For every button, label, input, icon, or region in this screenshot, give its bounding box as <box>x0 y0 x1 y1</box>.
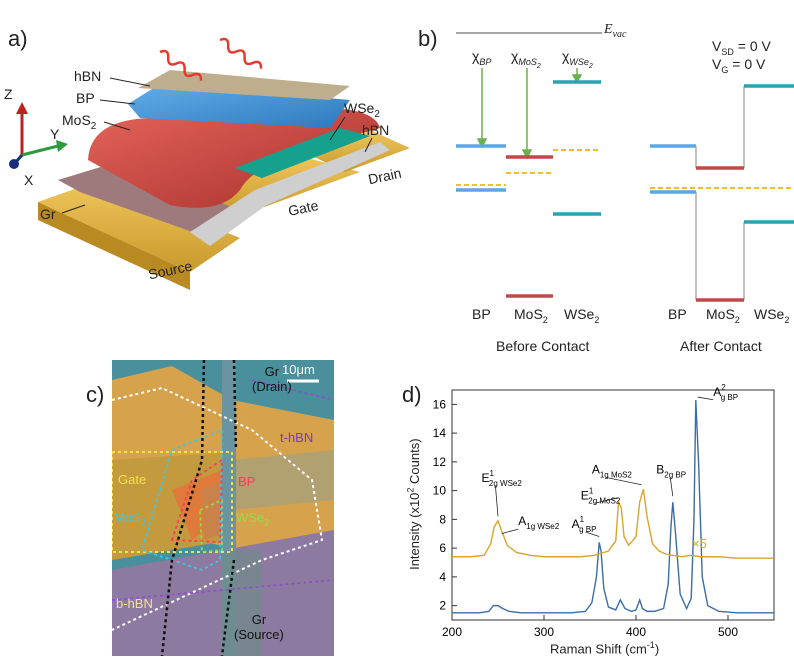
y-tick-label: 14 <box>433 426 447 440</box>
raman-series-gold <box>452 488 774 559</box>
scale-bar-label: 10μm <box>282 362 315 377</box>
y-tick-label: 4 <box>439 570 446 584</box>
source-electrode-side <box>38 202 190 290</box>
y-tick-label: 16 <box>433 397 447 411</box>
optical-micrograph: 10μm Gr(Drain) t-hBN Gate BP MoS2 WSe2 b… <box>112 360 334 656</box>
panel-d-label: d) <box>402 382 422 407</box>
bp-layer <box>128 84 350 128</box>
chi-bp-label: χBP <box>472 48 492 67</box>
wse2-layer <box>235 128 370 178</box>
vsd-label: VSD = 0 V <box>712 38 771 57</box>
device-schematic <box>9 37 410 290</box>
band-diagram <box>456 32 794 302</box>
label-gr-drain: Gr(Drain) <box>252 364 292 394</box>
drain-electrode <box>300 130 410 172</box>
panel-c-label: c) <box>86 382 105 407</box>
light-wave-icon <box>219 37 263 69</box>
y-tick-label: 6 <box>439 541 446 555</box>
label-top-hbn: hBN <box>74 68 102 84</box>
before-contact-caption: Before Contact <box>496 338 590 354</box>
peak-annotation: B2g BP <box>656 462 686 479</box>
panel-b: b) Evac χBP χM <box>410 0 794 360</box>
chi-bp-arrow <box>476 138 488 149</box>
label-thbn: t-hBN <box>280 430 314 445</box>
mos2-layer <box>88 108 380 208</box>
y-tick-label: 12 <box>433 455 447 469</box>
axis-x-label: X <box>24 172 34 188</box>
peak-annotation: A1g WSe2 <box>518 514 559 531</box>
vg-label: VG = 0 V <box>712 56 766 75</box>
x-tick-label: 200 <box>442 625 462 639</box>
label-bhbn: b-hBN <box>116 596 153 611</box>
label-mos2: MoS2 <box>62 112 97 132</box>
graphite-layer <box>58 158 245 240</box>
axis-z-label: Z <box>4 86 13 102</box>
y-tick-label: 10 <box>433 484 447 498</box>
x-tick-label: 500 <box>718 625 738 639</box>
raman-series-blue <box>452 400 774 614</box>
peak-arrow <box>669 477 674 497</box>
peak-arrow <box>605 476 642 486</box>
light-wave-icon <box>159 49 203 81</box>
bottom-hbn-layer <box>190 142 390 246</box>
plot-frame <box>451 389 775 621</box>
peak-arrow <box>495 485 499 517</box>
x-axis-label: Raman Shift (cm-1) <box>550 640 660 657</box>
x-tick-label: 400 <box>626 625 646 639</box>
after-mos2-label: MoS2 <box>706 306 740 325</box>
before-mos2-label: MoS2 <box>514 306 548 325</box>
chi-mos2-arrow <box>521 149 533 160</box>
after-bp-label: BP <box>668 306 687 322</box>
panel-b-label: b) <box>418 26 438 51</box>
label-wse2: WSe2 <box>344 100 380 120</box>
coordinate-axes-icon <box>9 102 68 169</box>
label-mos2-region: MoS2 <box>114 510 146 528</box>
evac-label: Evac <box>604 22 627 40</box>
x-tick-label: 300 <box>534 625 554 639</box>
label-bp: BP <box>76 90 95 106</box>
axis-y-label: Y <box>50 126 60 142</box>
chi-wse2-arrow <box>571 74 583 84</box>
y-axis-label: Intensity (x102 Counts) <box>405 438 422 570</box>
panel-a-label: a) <box>8 26 28 51</box>
multiplier-label: ×5 <box>692 536 707 551</box>
label-wse2-region: WSe2 <box>236 510 270 528</box>
label-gr: Gr <box>40 206 56 222</box>
panel-a: a) <box>0 0 410 330</box>
panel-c: c) 10μm Gr(Drain) t-hBN Gate <box>0 360 400 658</box>
y-tick-label: 2 <box>439 599 446 613</box>
label-bottom-hbn: hBN <box>362 122 390 138</box>
before-wse2-label: WSe2 <box>564 306 600 325</box>
label-gate-region: Gate <box>118 472 147 487</box>
peak-annotation: A1g MoS2 <box>592 462 633 479</box>
peak-arrow <box>697 396 714 401</box>
chi-wse2-label: χWSe2 <box>562 48 593 70</box>
chi-mos2-label: χMoS2 <box>511 48 541 70</box>
top-hbn-layer <box>138 70 350 100</box>
peak-arrow <box>594 497 619 504</box>
peak-arrow <box>501 528 519 535</box>
peak-arrow <box>585 531 600 537</box>
y-tick-label: 8 <box>439 512 446 526</box>
before-bp-label: BP <box>472 306 491 322</box>
source-electrode <box>38 180 240 272</box>
label-bp-region: BP <box>238 474 256 489</box>
after-contact-caption: After Contact <box>680 338 762 354</box>
after-wse2-label: WSe2 <box>754 306 790 325</box>
label-gr-source: Gr(Source) <box>234 612 284 642</box>
